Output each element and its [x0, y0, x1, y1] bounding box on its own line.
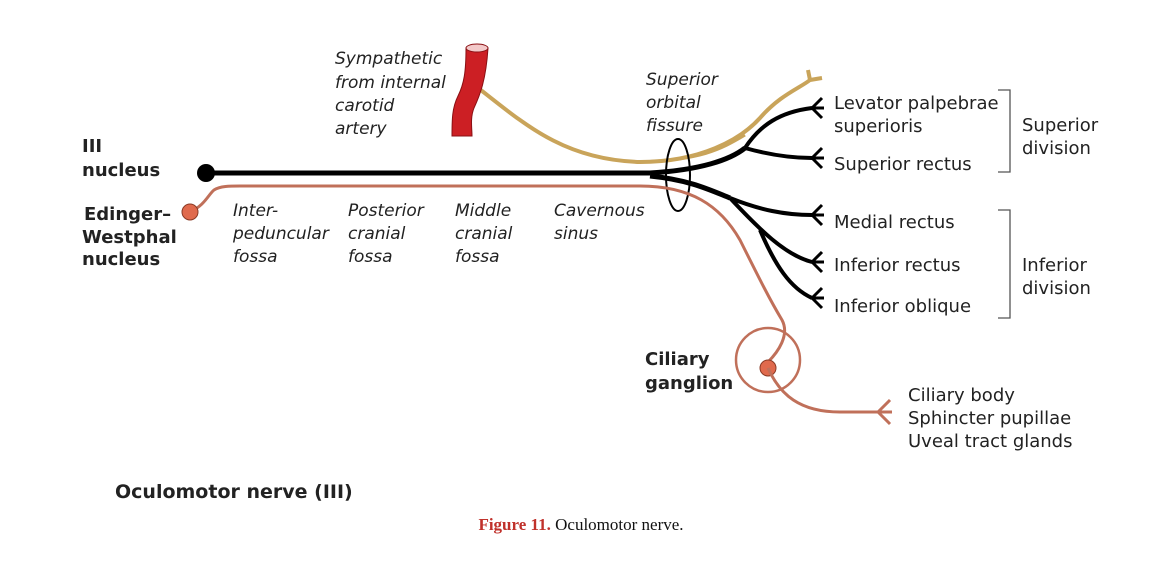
medial-rectus-label: Medial rectus [834, 212, 955, 233]
medial-rectus-branch [729, 196, 813, 217]
inferior-rectus-label: Inferior rectus [834, 255, 960, 276]
levator-branch [743, 106, 813, 150]
superior-division-label: Superior division [1022, 115, 1104, 159]
inferior-oblique-branch [758, 229, 813, 300]
edinger-westphal-label: Edinger– Westphal nucleus [82, 204, 183, 270]
superior-orbital-fissure-label: Superior orbital fissure [646, 70, 723, 136]
superior-orbital-fissure-ring [665, 138, 691, 212]
inferior-division-trunk [649, 173, 731, 201]
levator-palpebrae-label: Levator palpebrae superioris [834, 93, 1004, 137]
sympathetic-fiber-branch [639, 133, 746, 164]
ciliary-ganglion-ring [734, 326, 802, 394]
superior-rectus-branch [744, 146, 813, 160]
figure-caption-text: Oculomotor nerve. [550, 515, 684, 534]
nerve-terminal-forks [810, 96, 824, 310]
interpeduncular-fossa-label: Inter- peduncular fossa [232, 201, 334, 267]
iii-nucleus-label: III nucleus [82, 136, 160, 181]
figure-number: Figure 11. [478, 515, 551, 534]
parasympathetic-fiber [189, 184, 787, 364]
postganglionic-fiber [766, 367, 878, 414]
inferior-oblique-label: Inferior oblique [834, 296, 971, 317]
ciliary-targets-label: Ciliary body Sphincter pupillae Uveal tr… [908, 385, 1077, 452]
sympathetic-fiber [466, 69, 823, 165]
iii-nucleus-node [197, 164, 215, 182]
figure-caption: Figure 11. Oculomotor nerve. [0, 515, 1162, 535]
sympathetic-label: Sympathetic from internal carotid artery [335, 49, 451, 139]
posterior-cranial-fossa-label: Posterior cranial fossa [348, 201, 429, 267]
inferior-division-label: Inferior division [1022, 255, 1093, 299]
edinger-westphal-node [181, 203, 199, 221]
postganglionic-fork [876, 398, 892, 426]
carotid-artery [451, 47, 489, 137]
diagram-title: Oculomotor nerve (III) [115, 481, 353, 503]
cavernous-sinus-label: Cavernous sinus [554, 201, 650, 244]
carotid-artery-opening [465, 43, 489, 53]
inferior-rectus-branch [728, 196, 813, 264]
superior-division-bracket [998, 89, 1011, 173]
inferior-division-bracket [998, 209, 1011, 319]
superior-rectus-label: Superior rectus [834, 154, 972, 175]
middle-cranial-fossa-label: Middle cranial fossa [455, 201, 518, 267]
ciliary-ganglion-label: Ciliary ganglion [645, 349, 733, 394]
